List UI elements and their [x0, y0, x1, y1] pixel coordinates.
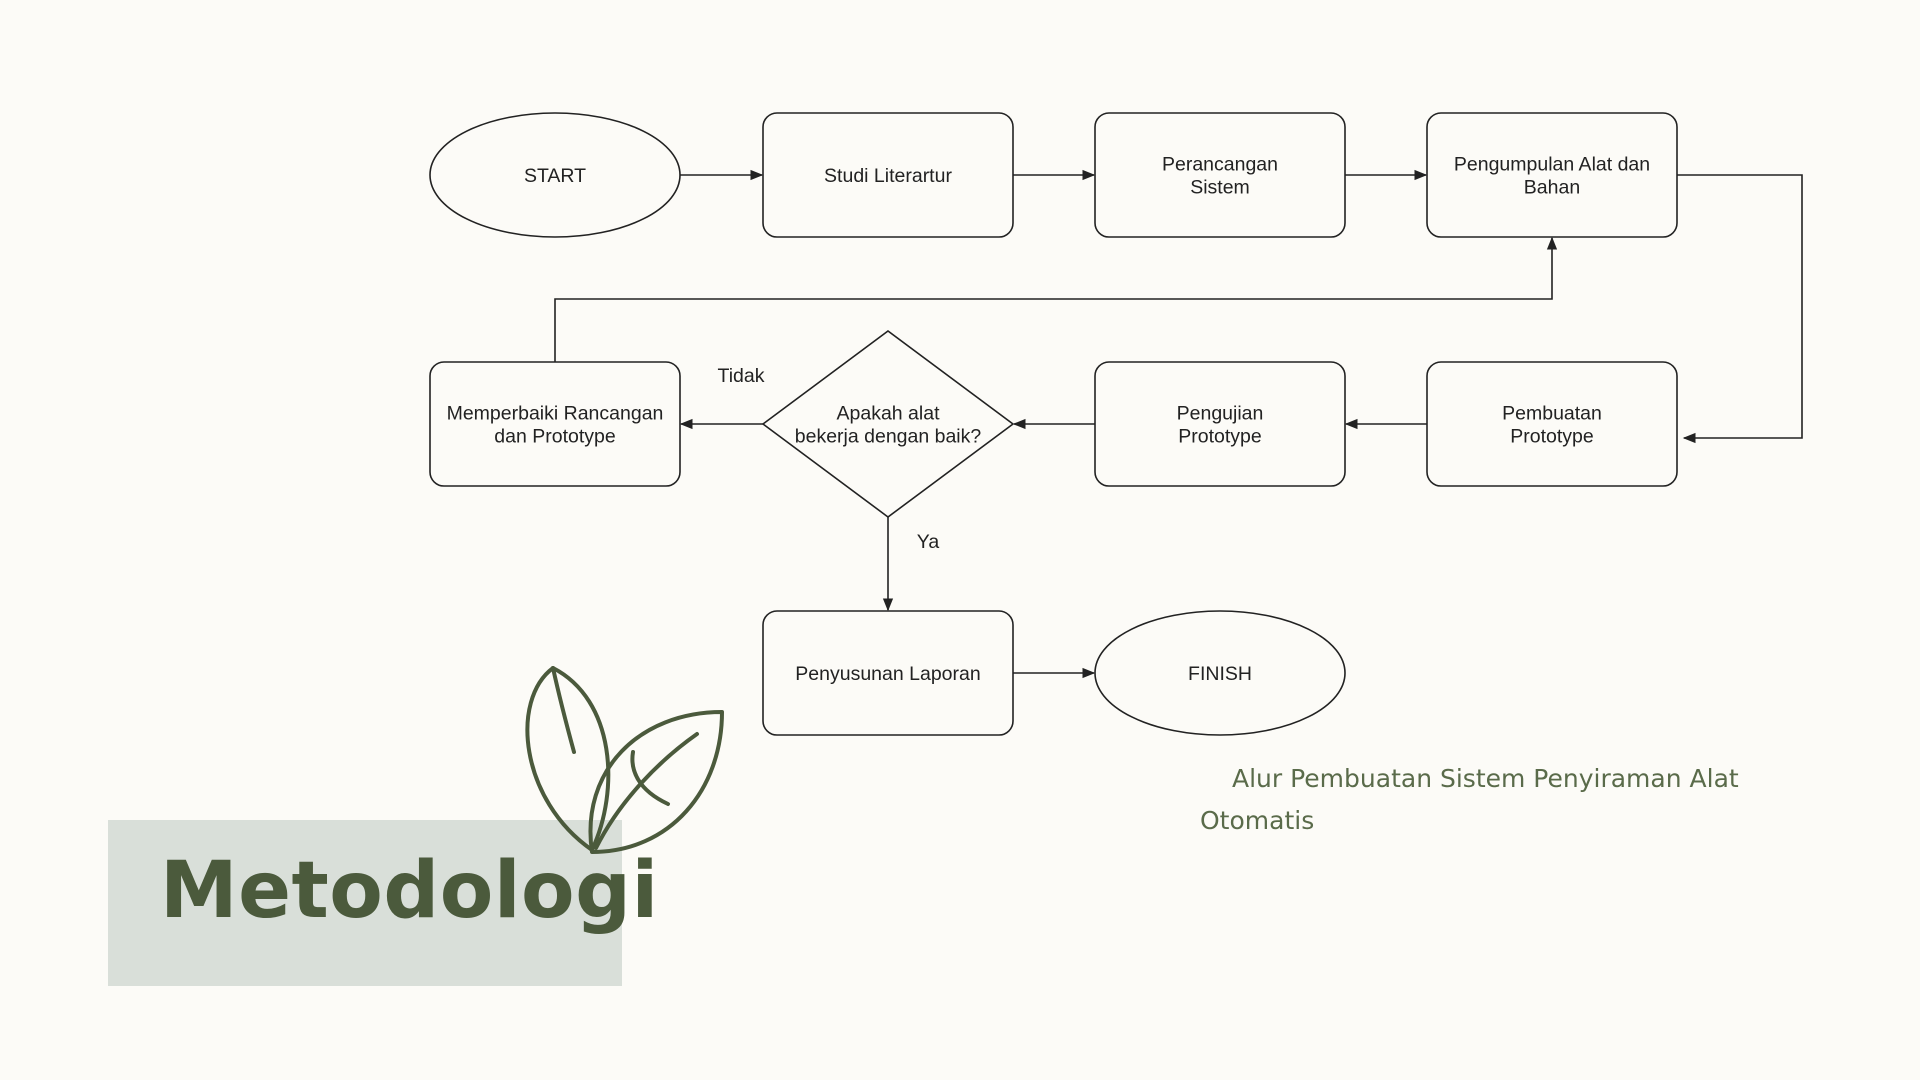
edge-label-decision-perbaiki: Tidak: [718, 365, 765, 387]
node-shape-pengumpulan: [1426, 112, 1678, 238]
node-label-decision-1: Apakah alat: [837, 403, 941, 425]
diagram-caption: Alur Pembuatan Sistem Penyiraman Alat Ot…: [1200, 764, 1739, 835]
node-shape-studi: [762, 112, 1014, 238]
node-label-finish: FINISH: [1188, 663, 1252, 685]
node-label-perbaiki-1: Memperbaiki Rancangan: [447, 403, 664, 425]
node-label-pembuatan-2: Prototype: [1510, 426, 1593, 448]
node-shape-start: [429, 112, 681, 238]
node-shape-perbaiki: [429, 361, 681, 487]
node-label-pengumpulan-2: Bahan: [1524, 177, 1580, 199]
node-label-pengujian-2: Prototype: [1178, 426, 1261, 448]
node-label-pengujian-1: Pengujian: [1177, 403, 1264, 425]
edge-perbaiki-pengumpulan: [554, 236, 1558, 362]
node-label-decision-2: bekerja dengan baik?: [795, 426, 982, 448]
node-label-pengumpulan-1: Pengumpulan Alat dan: [1454, 154, 1650, 176]
title-box: [108, 820, 622, 986]
node-label-studi: Studi Literartur: [824, 165, 952, 187]
node-label-perancangan-1: Perancangan: [1162, 154, 1278, 176]
node-shape-finish: [1094, 610, 1346, 736]
edge-label-decision-laporan: Ya: [917, 531, 940, 553]
node-label-perbaiki-2: dan Prototype: [494, 426, 615, 448]
node-shape-laporan: [762, 610, 1014, 736]
node-shape-pengujian: [1094, 361, 1346, 487]
node-shape-pembuatan: [1426, 361, 1678, 487]
node-shape-decision: [761, 330, 1015, 518]
page-title: Metodologi: [160, 846, 659, 936]
node-label-laporan: Penyusunan Laporan: [795, 663, 980, 685]
node-start: START: [429, 112, 681, 238]
node-label-pembuatan-1: Pembuatan: [1502, 403, 1602, 425]
node-laporan: Penyusunan Laporan: [762, 610, 1014, 736]
edge-pengumpulan-pembuatan: [1677, 174, 1803, 444]
node-label-perancangan-2: Sistem: [1190, 177, 1250, 199]
node-shape-perancangan: [1094, 112, 1346, 238]
node-label-start: START: [524, 165, 586, 187]
node-finish: FINISH: [1094, 610, 1346, 736]
node-studi: Studi Literartur: [762, 112, 1014, 238]
